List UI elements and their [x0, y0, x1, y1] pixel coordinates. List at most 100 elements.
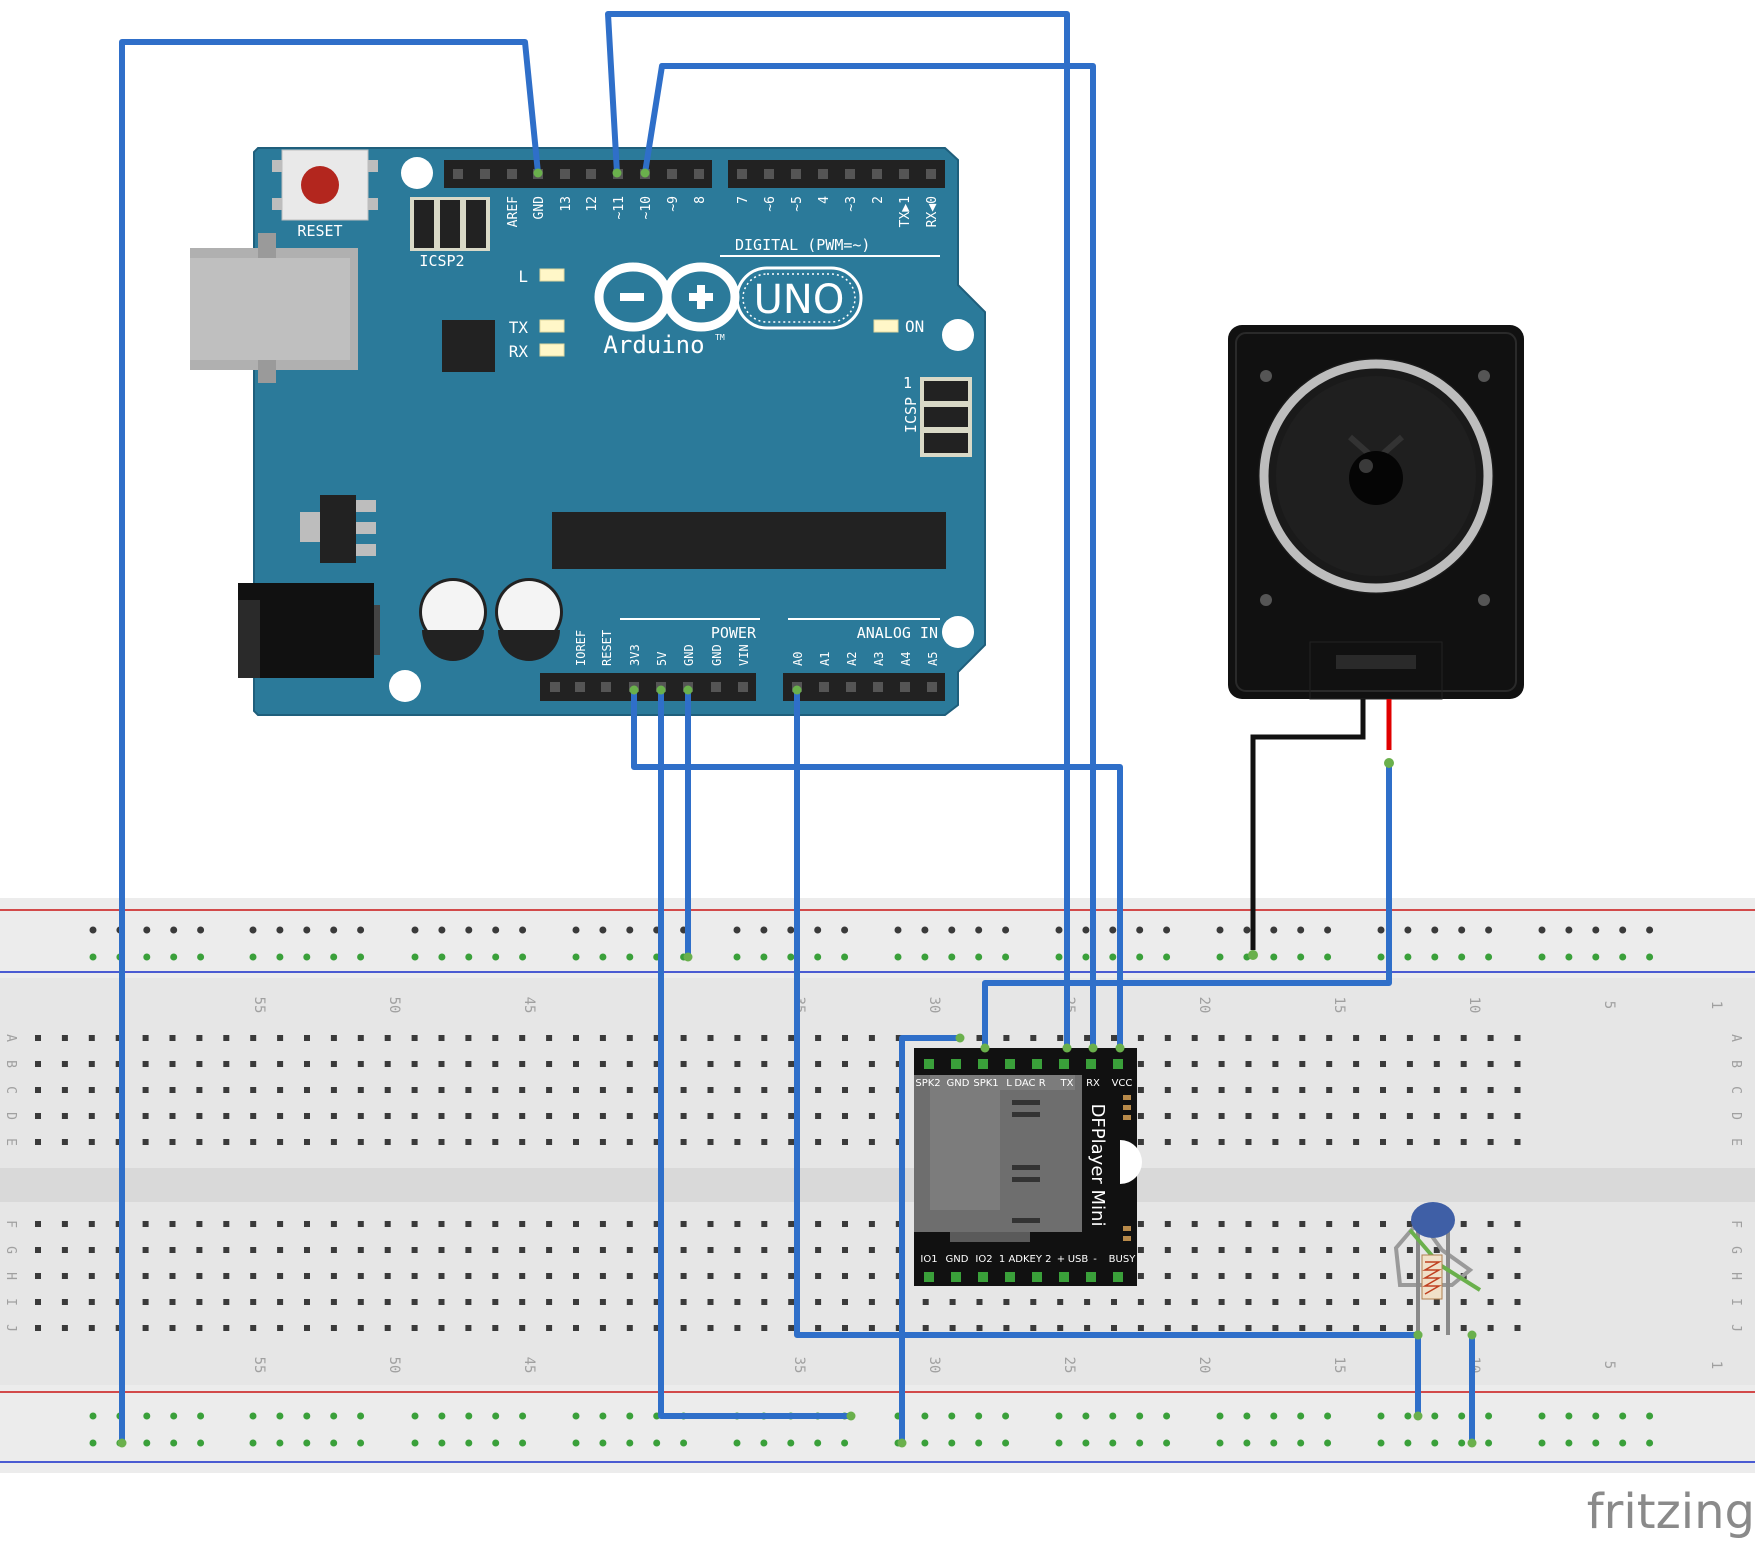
breadboard-hole: [761, 1247, 768, 1253]
breadboard-hole: [707, 1061, 714, 1067]
breadboard-hole: [330, 1325, 337, 1331]
breadboard-hole: [142, 1273, 149, 1279]
breadboard-hole: [815, 1113, 822, 1119]
rail-hole: [1646, 1439, 1654, 1447]
breadboard-hole: [1326, 1113, 1333, 1119]
header-pin: [846, 682, 856, 692]
rail-hole: [170, 953, 178, 961]
breadboard-hole: [438, 1273, 445, 1279]
rail-hole: [1324, 926, 1332, 934]
rail-hole: [249, 926, 257, 934]
breadboard-hole: [599, 1061, 606, 1067]
breadboard-hole: [438, 1113, 445, 1119]
breadboard-hole: [277, 1061, 284, 1067]
breadboard-hole: [546, 1139, 553, 1145]
reset-button-cap[interactable]: [301, 166, 339, 204]
breadboard-hole: [1380, 1325, 1386, 1331]
breadboard-hole: [1191, 1035, 1198, 1041]
breadboard-hole: [1487, 1087, 1494, 1093]
breadboard-hole: [61, 1221, 68, 1227]
sd-contact: [1012, 1218, 1040, 1223]
breadboard-hole: [1353, 1299, 1360, 1305]
breadboard-hole: [1299, 1113, 1306, 1119]
dfplayer-pin: [1005, 1272, 1015, 1282]
breadboard-hole: [788, 1061, 795, 1067]
fritzing-watermark: fritzing: [1587, 1484, 1755, 1539]
rail-hole: [1243, 1412, 1251, 1420]
rail-hole: [492, 953, 500, 961]
breadboard-hole: [1433, 1299, 1440, 1305]
breadboard-hole: [1191, 1061, 1198, 1067]
breadboard-hole: [1433, 1061, 1440, 1067]
rail-hole: [438, 1412, 446, 1420]
dc-jack-pin: [374, 605, 380, 655]
breadboard-hole: [88, 1035, 95, 1041]
breadboard-hole: [115, 1035, 122, 1041]
breadboard-hole: [1514, 1139, 1521, 1145]
breadboard-hole: [1272, 1221, 1279, 1227]
breadboard-hole: [1514, 1273, 1521, 1279]
rail-hole: [357, 1439, 365, 1447]
column-number: 25: [1061, 1357, 1077, 1374]
breadboard-hole: [895, 1113, 902, 1119]
breadboard-hole: [680, 1247, 687, 1253]
breadboard-hole: [438, 1299, 445, 1305]
dfplayer-pin: [978, 1059, 988, 1069]
breadboard-hole: [384, 1061, 391, 1067]
rail-hole: [975, 926, 983, 934]
led-tx-label: TX: [509, 318, 529, 337]
rail-hole: [1592, 926, 1600, 934]
power-pin-label: GND: [710, 644, 724, 666]
breadboard-hole: [223, 1113, 230, 1119]
column-number: 20: [1196, 1357, 1212, 1374]
smd-component: [1123, 1115, 1131, 1120]
analog-header: [783, 673, 945, 701]
arduino-uno: RESET ICSP2 L TX RX ON Arduino: [190, 147, 986, 716]
breadboard-hole: [815, 1273, 822, 1279]
breadboard-hole: [330, 1273, 337, 1279]
breadboard-hole: [949, 1299, 956, 1305]
rail-hole: [1055, 926, 1063, 934]
breadboard-hole: [61, 1247, 68, 1253]
breadboard-hole: [1406, 1087, 1413, 1093]
dfplayer-pin: [1059, 1272, 1069, 1282]
breadboard-hole: [1406, 1273, 1413, 1279]
breadboard-hole: [1514, 1035, 1521, 1041]
smd-component: [1123, 1095, 1131, 1100]
rail-hole: [1082, 953, 1090, 961]
dfplayer-bottom-pin-label: -: [1093, 1254, 1097, 1265]
breadboard-hole: [357, 1113, 364, 1119]
breadboard-hole: [573, 1325, 579, 1331]
rail-hole: [1377, 1412, 1385, 1420]
rail-hole: [1297, 926, 1305, 934]
digital-pin-label: ~10: [639, 196, 654, 219]
digital-pin-label: ~6: [763, 196, 778, 212]
breadboard-hole: [169, 1061, 176, 1067]
rail-hole: [841, 953, 849, 961]
breadboard-hole: [1191, 1113, 1198, 1119]
breadboard-hole: [357, 1325, 364, 1331]
dfplayer-bottom-pin-label: IO1: [920, 1254, 937, 1265]
row-letter: G: [1728, 1246, 1743, 1254]
breadboard-hole: [573, 1221, 579, 1227]
column-number: 50: [386, 997, 402, 1014]
rail-hole: [626, 1412, 634, 1420]
analog-pin-label: A3: [872, 652, 886, 666]
breadboard-hole: [223, 1299, 230, 1305]
breadboard-hole: [573, 1087, 579, 1093]
breadboard-hole: [1487, 1139, 1494, 1145]
breadboard-hole: [142, 1221, 149, 1227]
rail-hole: [1163, 1412, 1171, 1420]
plus-icon-vertical: [697, 285, 705, 309]
breadboard-hole: [1326, 1299, 1333, 1305]
wire-end: [846, 1411, 856, 1421]
rail-hole: [143, 1439, 151, 1447]
breadboard-hole: [1380, 1035, 1386, 1041]
jumper-wire: [631, 687, 1123, 1051]
header-column: [414, 200, 434, 248]
breadboard-hole: [546, 1273, 553, 1279]
breadboard-hole: [492, 1113, 499, 1119]
breadboard-hole: [169, 1299, 176, 1305]
breadboard-hole: [734, 1061, 741, 1067]
dfplayer-bottom-pin-label: ADKEY 2: [1008, 1254, 1051, 1265]
